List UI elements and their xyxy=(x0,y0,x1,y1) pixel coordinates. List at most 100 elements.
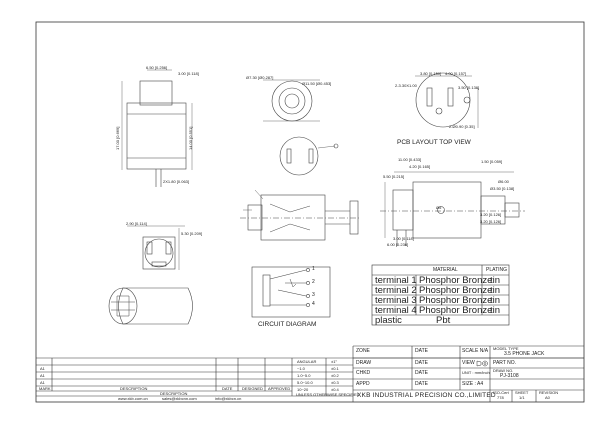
pcb-layout-label: PCB LAYOUT TOP VIEW xyxy=(397,139,471,146)
side-detail-drawing xyxy=(380,171,525,246)
footer-email-1: sales@xkbcnn.com xyxy=(162,396,197,401)
tb-scale: SCALE N/A xyxy=(462,348,489,354)
tb-revision: REVISION xyxy=(539,390,559,395)
dim-width: 6.50 [0.256] xyxy=(146,65,168,70)
plating-header: PLATING xyxy=(486,267,508,273)
dim-pcb-holes: 2-Ø0.90 [0.35] xyxy=(449,124,475,129)
row-plating-3: tin xyxy=(490,295,501,306)
row-plating-2: tin xyxy=(490,285,501,296)
circuit-terminal-2: 2 xyxy=(312,279,315,285)
rear-view-drawing xyxy=(279,136,339,176)
tb-unit: UNIT : mm/inch xyxy=(462,370,490,375)
dim-side-1: 5.50 [0.215] xyxy=(383,174,405,179)
rev-date: DATE xyxy=(222,386,233,391)
row-part-2: terminal 2 xyxy=(375,285,417,296)
row-material-4: Phosphor Bronze xyxy=(419,305,493,316)
dim-pcb-3: 3.50 [0.138] xyxy=(458,85,480,90)
rev-mark: MARK xyxy=(39,386,51,391)
tb-date-4: DATE xyxy=(415,381,428,387)
dim-pins: 2X1.80 [0.063] xyxy=(163,179,190,184)
rev-footer-desc: DESCRIPTION xyxy=(160,391,188,396)
projection-symbol-icon xyxy=(476,360,488,367)
dim-outer-dia: Ø11.50 [Ø0.453] xyxy=(302,81,332,86)
side-view-drawing xyxy=(121,69,193,187)
tb-iso-val: 778 xyxy=(497,395,504,400)
tb-view: VIEW xyxy=(462,360,475,366)
tb-chkd: CHKD xyxy=(356,370,371,376)
tb-draw: DRAW xyxy=(356,360,372,366)
dim-cap: 3.00 [0.118] xyxy=(178,71,199,76)
tb-iso: ISO-Cert xyxy=(493,390,509,395)
dim-length-3: 1.50 [0.059] xyxy=(481,159,503,164)
material-table-grid xyxy=(371,264,510,326)
tol-val-2: ±0.2 xyxy=(331,373,339,378)
tb-date-1: DATE xyxy=(415,348,428,354)
rev-description: DESCRIPTION xyxy=(120,386,148,391)
row-material-3: Phosphor Bronze xyxy=(419,295,493,306)
row-material-2: Phosphor Bronze xyxy=(419,285,493,296)
footer-web: www.xkb.com.cn xyxy=(118,396,148,401)
tol-angular-val: ±1° xyxy=(331,359,338,364)
tb-zone: ZONE xyxy=(356,348,370,354)
bottom-view-drawing xyxy=(127,225,185,270)
tol-angular: ANGULAR xyxy=(297,359,317,364)
dim-bottom-1: 2.90 [0.114] xyxy=(126,221,147,226)
material-header: MATERIAL xyxy=(433,267,458,273)
tol-range-4: 10~20 xyxy=(297,387,309,392)
dim-inner-dia: Ø7.30 [Ø0.287] xyxy=(246,75,274,80)
dim-length-2: 4.20 [0.165] xyxy=(409,164,431,169)
front-view-drawing xyxy=(263,79,320,122)
footer-email-2: info@xkbcn.cn xyxy=(215,396,242,401)
dim-side-3: 3.20 [0.126] xyxy=(480,219,502,224)
rev-row-1: A1 xyxy=(40,366,45,371)
circuit-terminal-3: 3 xyxy=(312,292,315,298)
dim-pcb-1: 3.80 [0.150] xyxy=(420,71,442,76)
row-part-1: terminal 1 xyxy=(375,275,417,286)
dim-length: 11.00 [0.433] xyxy=(398,157,422,162)
dim-side-2: 3.20 [0.126] xyxy=(480,212,502,217)
row-plating-1: tin xyxy=(490,275,501,286)
circuit-diagram-drawing xyxy=(251,266,331,318)
tb-company: XKB INDUSTRIAL PRECISION CO.,LIMITED xyxy=(357,392,496,399)
tol-note: UNLESS OTHERWISE SPECIFIED xyxy=(296,392,360,397)
rev-row-2: A1 xyxy=(40,373,45,378)
tb-sheet: SHEET xyxy=(515,390,529,395)
tb-draw-no: DRAW NO. xyxy=(493,368,514,373)
rev-approved: APPROVED xyxy=(268,386,291,391)
circuit-diagram-label: CIRCUIT DIAGRAM xyxy=(258,321,317,328)
dim-side-4: 3.00 [0.118] xyxy=(393,236,414,241)
row-material-1: Phosphor Bronze xyxy=(419,275,493,286)
title-block-grid xyxy=(36,345,584,402)
tol-val-3: ±0.3 xyxy=(331,380,339,385)
section-view-drawing xyxy=(240,189,360,241)
tb-model-type: MODEL TYPE xyxy=(493,346,519,351)
row-part-4: terminal 4 xyxy=(375,305,417,316)
tb-date-3: DATE xyxy=(415,370,428,376)
dim-pcb-2: 4.00 [0.157] xyxy=(445,71,467,76)
tol-range-2: 1.0~5.0 xyxy=(297,373,311,378)
tb-appd: APPD xyxy=(356,381,370,387)
dim-body: 14.00 [0.551] xyxy=(188,126,193,150)
tb-sheet-val: 1/1 xyxy=(519,395,525,400)
tb-draw-no-value: PJ-3108 xyxy=(500,373,519,379)
tb-rev-val: A0 xyxy=(545,395,550,400)
tol-val-1: ±0.1 xyxy=(331,366,339,371)
row-part-3: terminal 3 xyxy=(375,295,417,306)
row-part-5: plastic xyxy=(375,315,402,326)
tb-product: 3.5 PHONE JACK xyxy=(504,351,545,357)
dim-height: 17.00 [0.669] xyxy=(115,126,120,150)
circuit-terminal-1: 1 xyxy=(312,266,315,272)
dim-side-dia-2: Ø3.50 [0.138] xyxy=(490,186,515,191)
dim-bottom-2: 5.30 [0.209] xyxy=(181,231,203,236)
pcb-layout-drawing xyxy=(415,72,479,128)
dim-pcb-slots: 2-3.30X1.00 xyxy=(395,83,417,88)
tb-part-no: PART NO. xyxy=(493,360,517,366)
isometric-view-drawing xyxy=(108,287,193,325)
tol-range-3: 5.0~10.0 xyxy=(297,380,313,385)
rev-row-3: A1 xyxy=(40,380,45,385)
rev-designed: DESIGNED xyxy=(242,386,263,391)
tb-size: SIZE : A4 xyxy=(462,381,484,387)
circuit-terminal-4: 4 xyxy=(312,301,315,307)
tol-val-4: ±0.4 xyxy=(331,387,339,392)
